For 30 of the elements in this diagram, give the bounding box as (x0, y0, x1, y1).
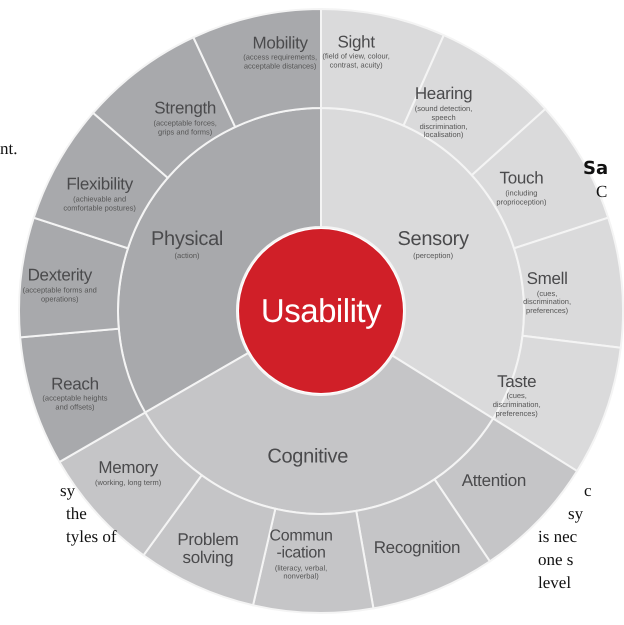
segment-title: Strength (153, 100, 218, 118)
segment-title: Dexterity (26, 266, 94, 285)
segment-title: Attention (460, 472, 528, 490)
segment-title: Smell (526, 270, 569, 288)
segment-title: Taste (496, 372, 538, 391)
segment-title: Physical (150, 230, 224, 251)
text-fragment: tyles of (66, 528, 117, 545)
segment-title: Hearing (414, 85, 474, 104)
segment-title: Memory (97, 459, 160, 478)
text-fragment: level (538, 574, 572, 591)
segment-title: Problem solving (176, 532, 240, 568)
text-fragment: sy (568, 505, 584, 522)
segment-title: Sight (336, 33, 376, 51)
text-fragment: sy (60, 482, 76, 499)
segment-title: Sensory (396, 230, 470, 251)
segment-title: Mobility (252, 34, 309, 52)
segment-title: Commun -ication (268, 528, 334, 562)
segment-title: Cognitive (266, 446, 350, 468)
segment-title: Flexibility (65, 176, 134, 194)
text-fragment: nt. (0, 140, 18, 157)
text-fragment: one s (538, 551, 574, 568)
text-fragment: Sa (583, 160, 608, 178)
center-title: Usability (260, 292, 382, 330)
text-fragment: the (66, 505, 87, 522)
segment-title: Recognition (372, 538, 462, 556)
text-fragment: C (596, 183, 608, 200)
text-fragment: c (584, 482, 592, 499)
segment-title: Reach (50, 375, 100, 393)
text-fragment: is nec (538, 528, 578, 545)
segment-title: Touch (498, 170, 544, 188)
